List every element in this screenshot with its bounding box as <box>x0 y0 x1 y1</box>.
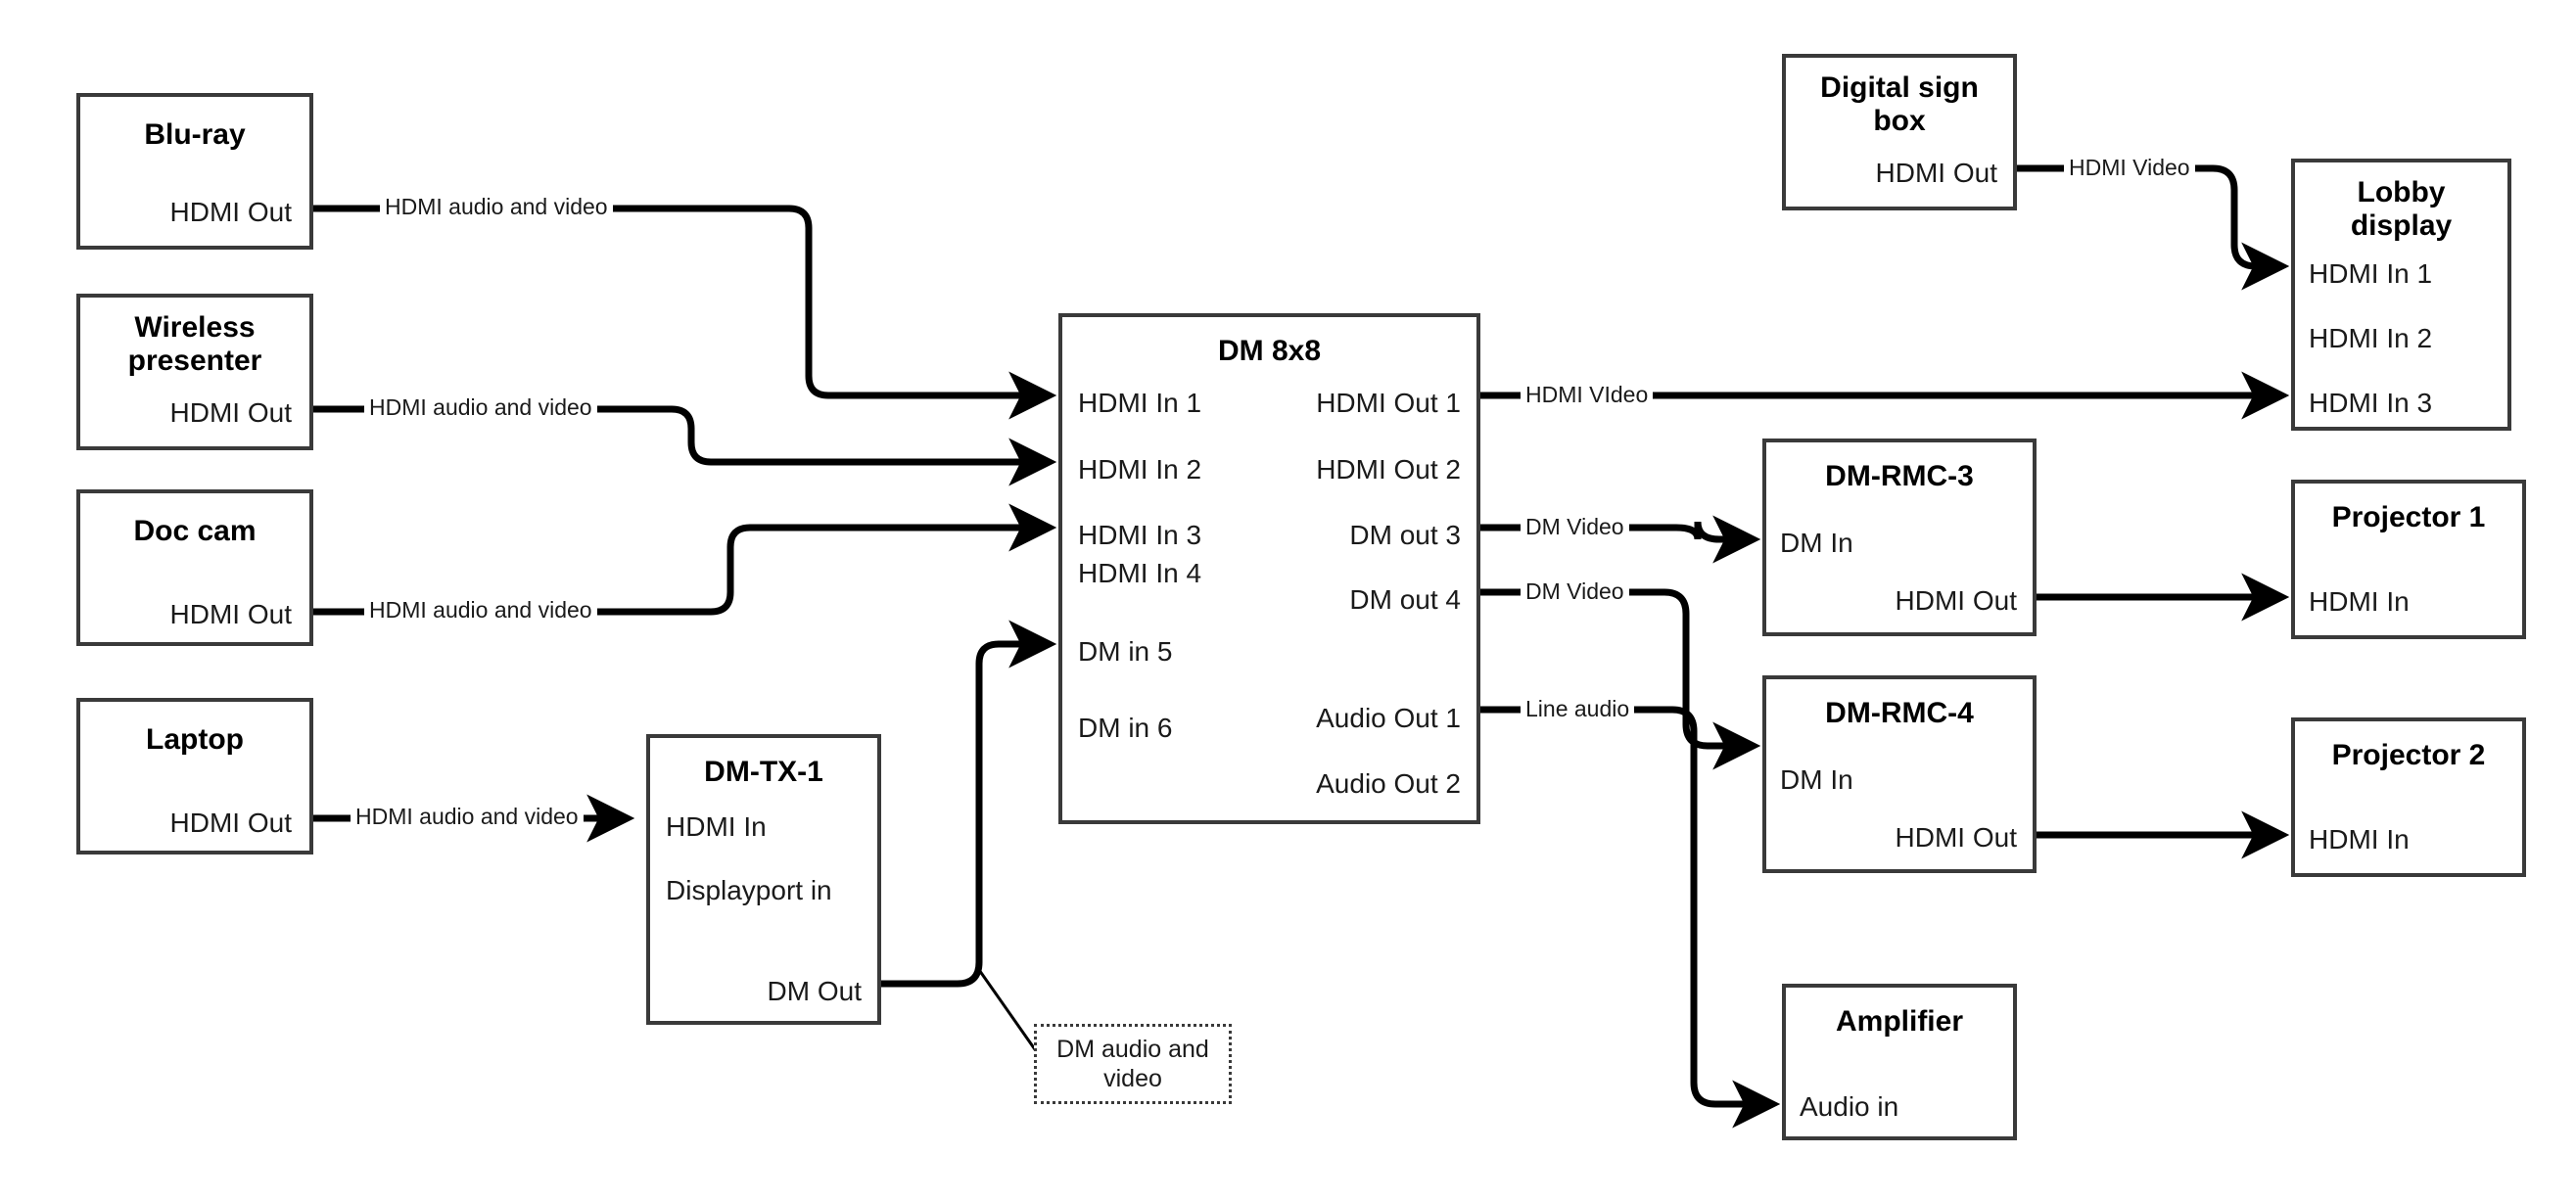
node-dm-tx-1[interactable]: DM-TX-1 HDMI In Displayport in DM Out <box>646 734 881 1025</box>
wire-label-dm8x8-dmout4-to-rmc4: DM Video <box>1521 580 1629 603</box>
node-dm-8x8-output-dm-out-3: DM out 3 <box>1349 520 1461 550</box>
node-dm-8x8-input-hdmi-in-2: HDMI In 2 <box>1078 454 1202 485</box>
node-projector-2[interactable]: Projector 2 HDMI In <box>2291 717 2526 877</box>
wire-digitalsign-to-lobby <box>2017 164 2290 291</box>
node-dm-8x8-input-dm-in-6: DM in 6 <box>1078 713 1173 743</box>
wire-dm8x8-audioout1-to-amplifier <box>1480 706 1781 1129</box>
node-dm-8x8-output-hdmi-out-1: HDMI Out 1 <box>1316 388 1461 418</box>
wire-doccam-to-dm8x8 <box>313 503 1057 616</box>
wire-label-doccam-to-dm8x8: HDMI audio and video <box>364 599 597 622</box>
node-bluray-port-hdmi-out: HDMI Out <box>169 197 292 227</box>
node-dm-rmc-4-port-dm-in: DM In <box>1780 764 1853 795</box>
node-wireless-presenter-title-line1: Wireless <box>134 311 256 344</box>
node-digital-sign-box-title-line2: box <box>1873 105 1926 137</box>
node-lobby-display-input-hdmi-in-3: HDMI In 3 <box>2309 388 2433 418</box>
wire-label-digitalsign-to-lobby: HDMI Video <box>2064 157 2195 179</box>
node-digital-sign-box-port-hdmi-out: HDMI Out <box>1875 158 1997 188</box>
node-amplifier[interactable]: Amplifier Audio in <box>1782 984 2017 1140</box>
node-dm-8x8-input-hdmi-in-1: HDMI In 1 <box>1078 388 1202 418</box>
annotation-dm-audio-and-video: DM audio and video <box>1034 1024 1232 1104</box>
wire-label-laptop-to-dmtx1: HDMI audio and video <box>351 806 584 828</box>
node-lobby-display[interactable]: Lobby display HDMI In 1 HDMI In 2 HDMI I… <box>2291 159 2511 431</box>
node-laptop[interactable]: Laptop HDMI Out <box>76 698 313 855</box>
node-lobby-display-title-line1: Lobby <box>2357 176 2446 208</box>
node-dm-rmc-4-port-hdmi-out: HDMI Out <box>1895 822 2017 853</box>
node-projector-1-title: Projector 1 <box>2331 501 2486 533</box>
node-digital-sign-box[interactable]: Digital sign box HDMI Out <box>1782 54 2017 210</box>
node-dm-tx-1-port-displayport-in: Displayport in <box>666 875 832 905</box>
node-dm-tx-1-port-hdmi-in: HDMI In <box>666 811 767 842</box>
node-laptop-title: Laptop <box>146 723 244 756</box>
wire-label-dm8x8-hdmiout1-to-lobby: HDMI VIdeo <box>1521 384 1654 406</box>
wire-label-dm8x8-audioout1-to-amplifier: Line audio <box>1521 698 1635 720</box>
wire-label-bluray-to-dm8x8: HDMI audio and video <box>380 196 613 218</box>
node-digital-sign-box-title-line1: Digital sign <box>1820 71 1979 104</box>
node-dm-rmc-3-port-hdmi-out: HDMI Out <box>1895 585 2017 616</box>
node-dm-rmc-3[interactable]: DM-RMC-3 DM In HDMI Out <box>1762 439 2037 636</box>
node-wireless-presenter[interactable]: Wireless presenter HDMI Out <box>76 294 313 450</box>
wire-dm8x8-dmout3-to-rmc3 <box>1480 515 1761 564</box>
node-dm-rmc-3-port-dm-in: DM In <box>1780 528 1853 558</box>
node-dm-8x8-output-audio-out-1: Audio Out 1 <box>1316 703 1461 733</box>
annotation-leader-line <box>975 966 1039 1053</box>
node-projector-2-port-hdmi-in: HDMI In <box>2309 824 2410 855</box>
node-dm-rmc-3-title: DM-RMC-3 <box>1825 460 1974 492</box>
node-lobby-display-input-hdmi-in-2: HDMI In 2 <box>2309 323 2433 353</box>
node-doc-cam-title: Doc cam <box>133 515 257 547</box>
node-wireless-presenter-port-hdmi-out: HDMI Out <box>169 397 292 428</box>
wire-wireless-to-dm8x8 <box>313 405 1057 486</box>
node-dm-tx-1-port-dm-out: DM Out <box>767 976 862 1006</box>
node-bluray-title: Blu-ray <box>144 118 246 151</box>
node-dm-8x8-input-hdmi-in-4: HDMI In 4 <box>1078 558 1202 588</box>
node-projector-2-title: Projector 2 <box>2331 739 2486 771</box>
node-doc-cam[interactable]: Doc cam HDMI Out <box>76 489 313 646</box>
node-doc-cam-port-hdmi-out: HDMI Out <box>169 599 292 629</box>
node-amplifier-title: Amplifier <box>1835 1005 1964 1038</box>
node-dm-tx-1-title: DM-TX-1 <box>704 756 823 788</box>
wire-label-wireless-to-dm8x8: HDMI audio and video <box>364 396 597 419</box>
node-dm-rmc-4-title: DM-RMC-4 <box>1825 697 1974 729</box>
node-dm-8x8-input-dm-in-5: DM in 5 <box>1078 636 1173 667</box>
node-lobby-display-title-line2: display <box>2350 209 2453 242</box>
node-dm-8x8-output-audio-out-2: Audio Out 2 <box>1316 768 1461 799</box>
wire-dmtx1-to-dm8x8 <box>881 620 1057 988</box>
wire-label-dm8x8-dmout3-to-rmc3: DM Video <box>1521 516 1629 538</box>
node-dm-8x8[interactable]: DM 8x8 HDMI In 1 HDMI In 2 HDMI In 3 HDM… <box>1058 313 1480 824</box>
node-dm-8x8-output-dm-out-4: DM out 4 <box>1349 584 1461 615</box>
node-dm-8x8-title: DM 8x8 <box>1217 335 1322 367</box>
wire-dm8x8-dmout4-to-rmc4 <box>1480 588 1761 770</box>
node-bluray[interactable]: Blu-ray HDMI Out <box>76 93 313 250</box>
node-projector-1[interactable]: Projector 1 HDMI In <box>2291 480 2526 639</box>
node-amplifier-port-audio-in: Audio in <box>1800 1091 1899 1122</box>
node-projector-1-port-hdmi-in: HDMI In <box>2309 586 2410 617</box>
wire-bluray-to-dm8x8 <box>313 205 1057 420</box>
node-wireless-presenter-title-line2: presenter <box>127 345 262 377</box>
node-dm-8x8-output-hdmi-out-2: HDMI Out 2 <box>1316 454 1461 485</box>
node-laptop-port-hdmi-out: HDMI Out <box>169 808 292 838</box>
node-dm-rmc-4[interactable]: DM-RMC-4 DM In HDMI Out <box>1762 675 2037 873</box>
node-lobby-display-input-hdmi-in-1: HDMI In 1 <box>2309 258 2433 289</box>
node-dm-8x8-input-hdmi-in-3: HDMI In 3 <box>1078 520 1202 550</box>
